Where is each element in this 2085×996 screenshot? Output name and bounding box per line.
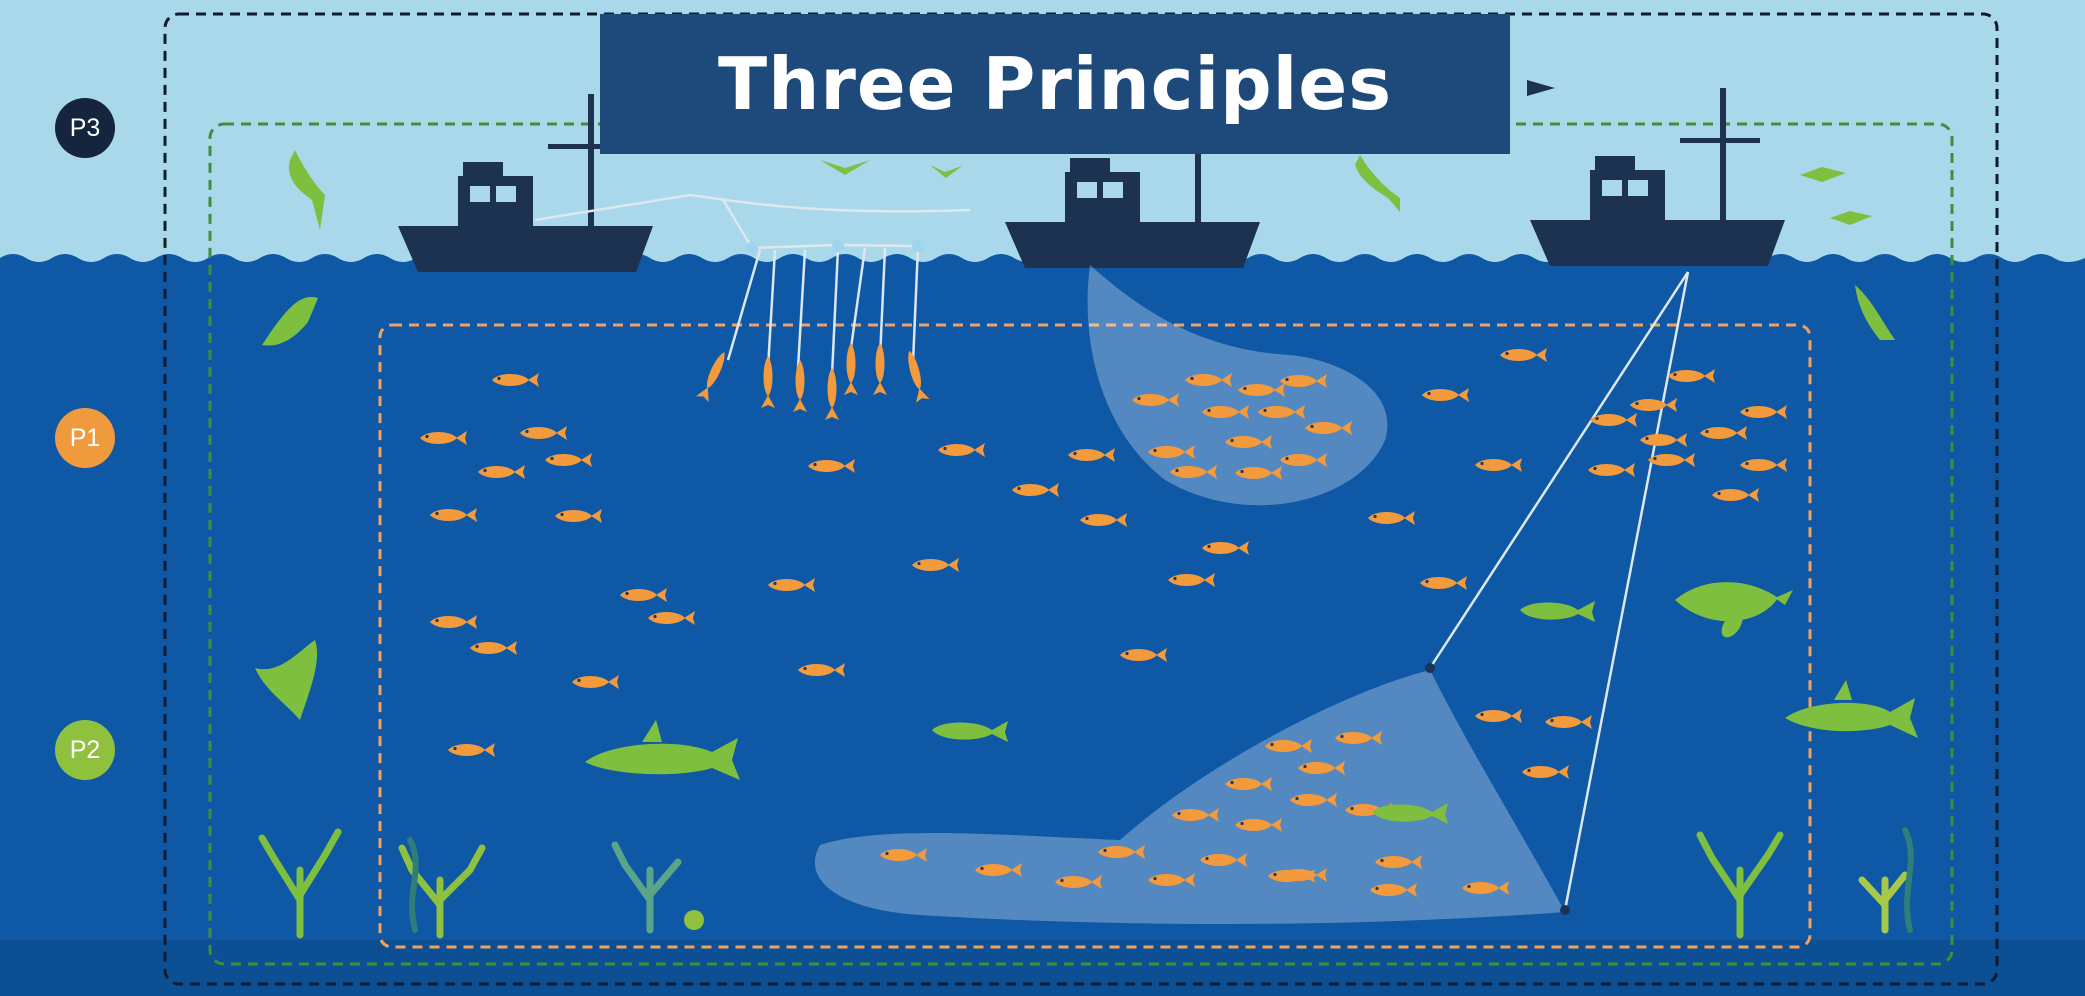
- diagram-title: Three Principles: [717, 42, 1393, 126]
- purse-seine-net: [1087, 265, 1388, 506]
- principle-badge-p1: P1: [55, 408, 115, 468]
- principle-label: P2: [69, 735, 101, 764]
- title-banner: Three Principles: [600, 14, 1510, 154]
- principle-badge-p2: P2: [55, 720, 115, 780]
- longline-gear: [534, 193, 971, 376]
- p1-boundary: [378, 323, 1812, 949]
- coral-reef: [258, 827, 1914, 939]
- principle-label: P3: [69, 113, 101, 142]
- bycatch-species: [255, 150, 1918, 824]
- principle-label: P1: [69, 423, 101, 452]
- trawl-warps: [1428, 271, 1690, 911]
- principle-badge-p3: P3: [55, 98, 115, 158]
- crab-icon: [684, 910, 704, 930]
